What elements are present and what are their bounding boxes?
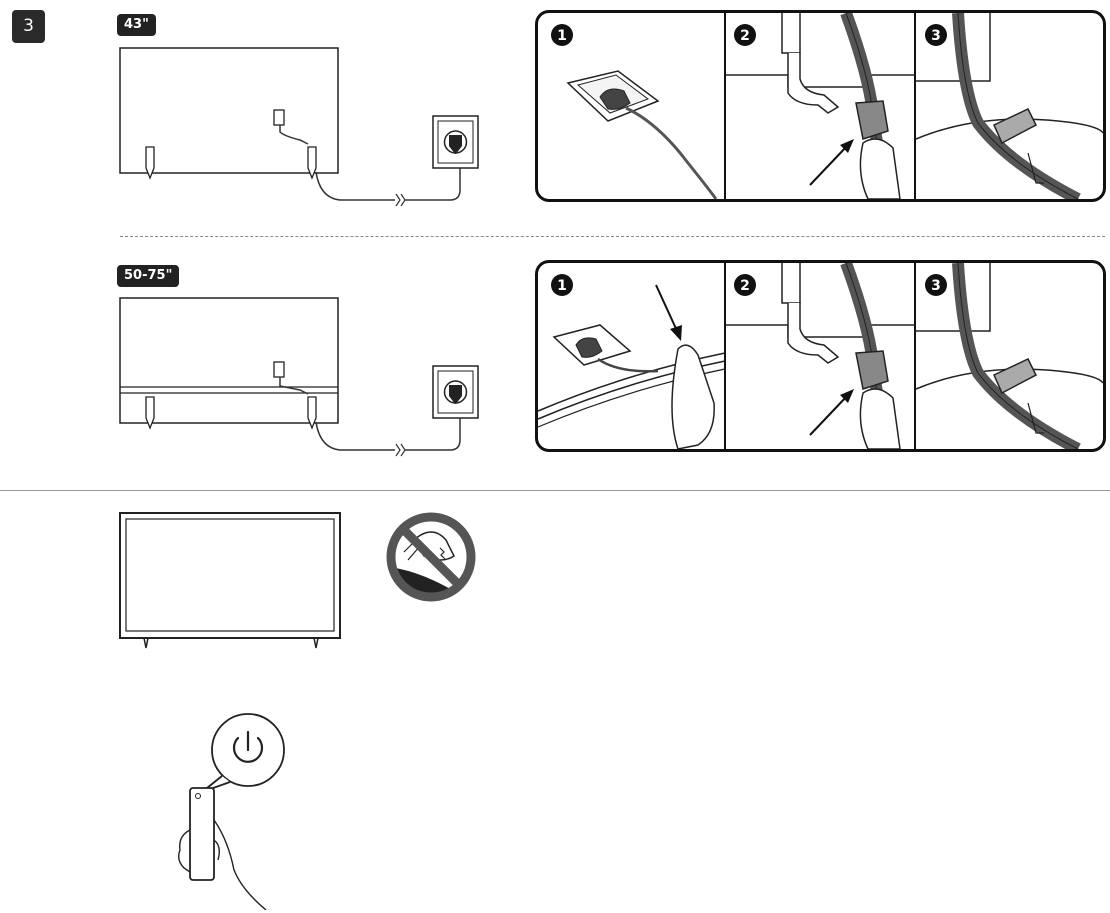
panel-number-1: 1 <box>551 274 573 296</box>
power-icon <box>232 730 264 763</box>
cable-break-mark <box>395 443 406 457</box>
panel-number-3: 3 <box>925 274 947 296</box>
panel-2-cable-clip <box>726 263 915 449</box>
tv-back-panel <box>119 47 339 174</box>
panel-number-1: 1 <box>551 24 573 46</box>
tv-front-diagram <box>119 512 341 649</box>
section-divider-dashed <box>120 236 1105 237</box>
wall-socket <box>432 365 479 419</box>
svg-text:1: 1 <box>557 28 567 44</box>
svg-text:3: 3 <box>931 28 941 44</box>
panel-3-cable-secured <box>915 263 1103 449</box>
svg-text:2: 2 <box>740 278 750 294</box>
stand-leg-right <box>307 146 317 180</box>
svg-text:3: 3 <box>931 278 941 294</box>
power-terminal <box>273 109 285 126</box>
remote-control-icon <box>189 787 215 881</box>
wall-socket <box>432 115 479 169</box>
power-cable <box>279 377 461 451</box>
panel-number-2: 2 <box>734 24 756 46</box>
panel-number-2: 2 <box>734 274 756 296</box>
tv-back-panel <box>119 297 339 424</box>
steps-panel-43: 1 2 3 <box>535 10 1106 202</box>
step-number-badge: 3 <box>12 10 45 43</box>
remote-power-diagram <box>177 713 285 910</box>
tv-foot-right <box>313 637 319 649</box>
stand-leg-right <box>307 396 317 430</box>
tv-foot-left <box>143 637 149 649</box>
panel-number-3: 3 <box>925 24 947 46</box>
power-terminal <box>273 361 285 378</box>
steps-panel-50-75: 1 2 3 <box>535 260 1106 452</box>
hand-outline <box>177 819 267 910</box>
cable-break-mark <box>395 193 406 207</box>
panel-2-cable-clip <box>726 13 915 199</box>
power-cable <box>279 125 461 201</box>
stand-leg-left <box>145 146 155 180</box>
size-badge-43: 43" <box>117 14 156 36</box>
panel-1-plug-and-press <box>538 284 726 449</box>
stand-leg-left <box>145 396 155 430</box>
panel-1-plug-terminal <box>566 70 718 199</box>
svg-text:1: 1 <box>557 278 567 294</box>
power-callout-bubble <box>201 713 285 793</box>
panel-3-cable-secured <box>915 13 1103 199</box>
svg-text:2: 2 <box>740 28 750 44</box>
section-divider-solid <box>0 490 1110 491</box>
tv-screen <box>125 518 335 632</box>
tv-43-back-diagram <box>119 47 479 207</box>
size-badge-50-75: 50-75" <box>117 265 180 287</box>
tv-50-75-back-diagram <box>119 297 479 457</box>
no-touch-screen-icon <box>386 512 476 602</box>
